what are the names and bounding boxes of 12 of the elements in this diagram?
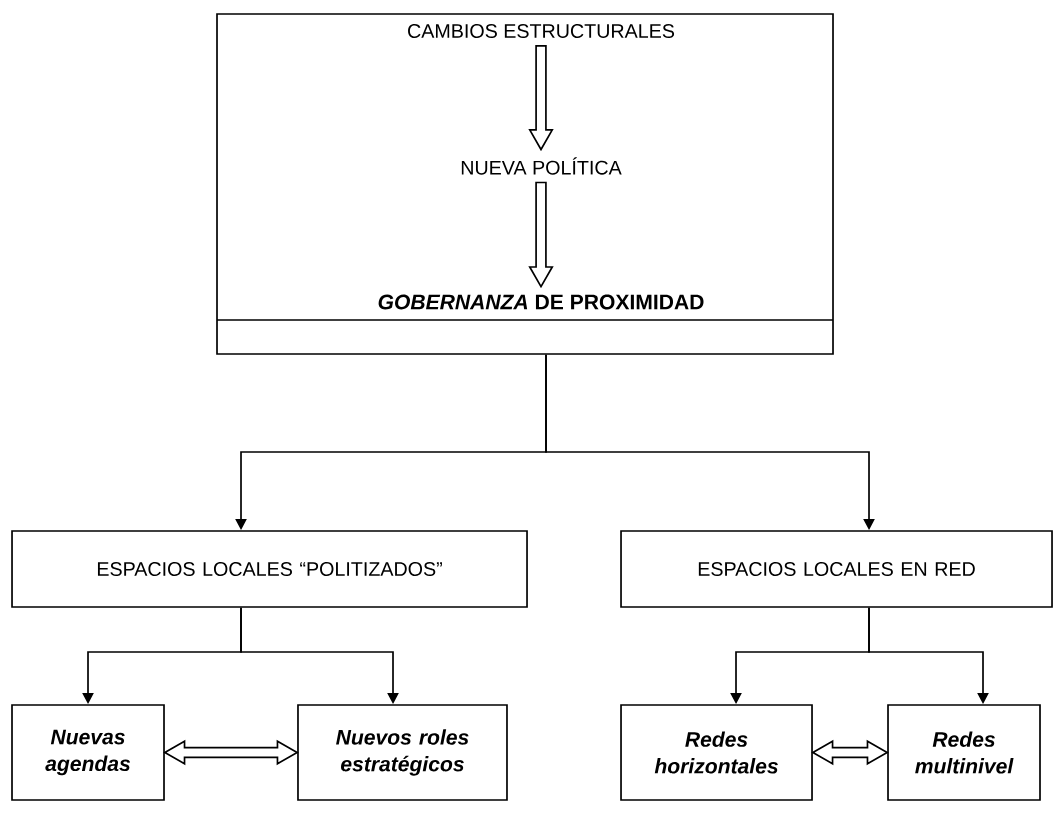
block-arrow [528,45,554,152]
outer-box [216,13,834,355]
heading-text: CAMBIOS ESTRUCTURALES [408,24,675,38]
item-box: Nuevas agendas [11,704,165,801]
item-box: Redes multinivel [887,704,1041,801]
heading-text: GOBERNANZA DE PROXIMIDAD [378,294,704,310]
category-box: ESPACIOS LOCALES EN RED [620,530,1053,608]
block-arrow [528,181,554,289]
category-box: ESPACIOS LOCALES “POLITIZADOS” [11,530,528,608]
item-box: Redes horizontales [620,704,813,801]
heading-text: NUEVA POLÍTICA [461,157,622,175]
item-box: Nuevos roles estratégicos [297,704,508,801]
